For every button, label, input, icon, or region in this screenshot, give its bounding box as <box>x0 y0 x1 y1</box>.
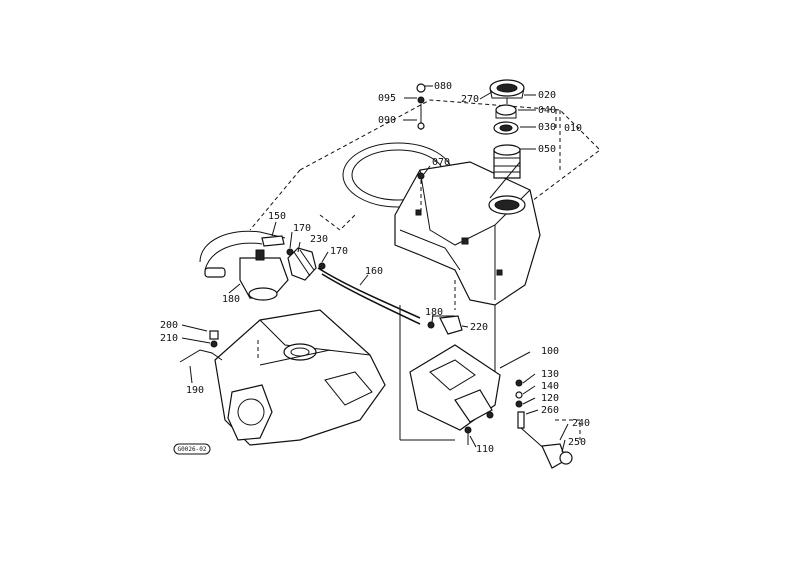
label-250: 250 <box>568 437 586 448</box>
label-080: 080 <box>434 81 452 92</box>
label-095: 095 <box>378 93 396 104</box>
label-210: 210 <box>160 333 178 344</box>
tank-bracket <box>399 305 501 445</box>
label-140: 140 <box>541 381 559 392</box>
stamp-label: G0026-02 <box>178 446 207 453</box>
filler-cap-assembly <box>489 79 525 179</box>
label-020: 020 <box>538 90 556 101</box>
label-190: 190 <box>186 385 204 396</box>
label-130: 130 <box>541 369 559 380</box>
label-180-a: 180 <box>222 294 240 305</box>
label-150: 150 <box>268 211 286 222</box>
carburetor-assembly <box>199 230 289 301</box>
label-260: 260 <box>541 405 559 416</box>
leader-lines <box>181 85 569 453</box>
fuel-cock <box>515 379 581 469</box>
tank-mount-hardware <box>416 83 426 210</box>
reference-stamp: G0026-02 <box>173 443 211 455</box>
label-170-b: 170 <box>330 246 348 257</box>
engine-block <box>214 309 386 446</box>
label-240: 240 <box>572 418 590 429</box>
label-110: 110 <box>476 444 494 455</box>
label-180-b: 180 <box>425 307 443 318</box>
label-160: 160 <box>365 266 383 277</box>
drain-plug <box>179 330 223 363</box>
label-170-a: 170 <box>293 223 311 234</box>
label-010: 010 <box>564 123 582 134</box>
label-030: 030 <box>538 122 556 133</box>
label-270: 270 <box>461 94 479 105</box>
label-120: 120 <box>541 393 559 404</box>
label-090: 090 <box>378 115 396 126</box>
label-220: 220 <box>470 322 488 333</box>
part-labels: 080 095 090 070 020 270 040 030 010 050 … <box>160 81 590 455</box>
label-200: 200 <box>160 320 178 331</box>
fuel-tank <box>394 161 541 306</box>
fuel-hose-line <box>286 247 463 335</box>
label-100: 100 <box>541 346 559 357</box>
label-040: 040 <box>538 105 556 116</box>
label-230: 230 <box>310 234 328 245</box>
label-070: 070 <box>432 157 450 168</box>
label-050: 050 <box>538 144 556 155</box>
